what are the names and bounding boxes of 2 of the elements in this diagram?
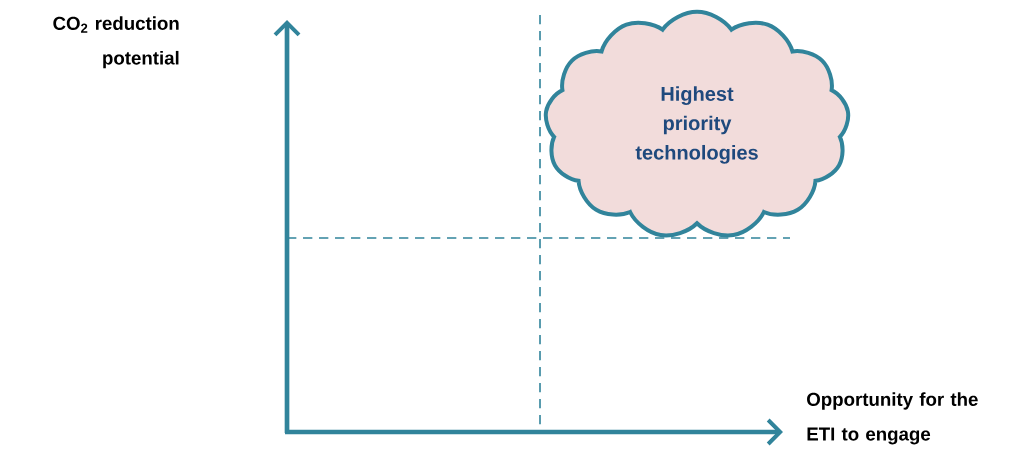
axis-label: CO$_{2}$ reduction potential xyxy=(53,16,179,69)
axis-label: Opportunity for the ETI to engage xyxy=(807,392,978,445)
